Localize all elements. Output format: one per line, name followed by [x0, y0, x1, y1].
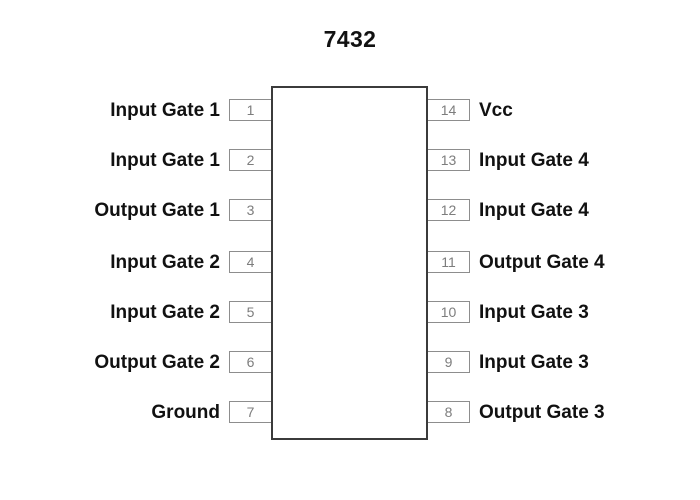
pin-row-8: 8 Output Gate 3	[428, 400, 700, 424]
pin-box-7: 7	[229, 401, 271, 423]
pin-number-12: 12	[440, 202, 457, 218]
pin-box-3: 3	[229, 199, 271, 221]
pin-row-13: 13 Input Gate 4	[428, 148, 700, 172]
pin-number-3: 3	[246, 202, 255, 218]
pin-label-13: Input Gate 4	[479, 149, 589, 171]
pin-row-2: Input Gate 1 2	[0, 148, 271, 172]
pin-label-5: Input Gate 2	[110, 301, 220, 323]
pin-box-6: 6	[229, 351, 271, 373]
pin-row-11: 11 Output Gate 4	[428, 250, 700, 274]
pin-label-12: Input Gate 4	[479, 199, 589, 221]
pin-number-10: 10	[440, 304, 457, 320]
pin-row-5: Input Gate 2 5	[0, 300, 271, 324]
pin-number-1: 1	[246, 102, 255, 118]
pin-box-12: 12	[428, 199, 470, 221]
pin-label-10: Input Gate 3	[479, 301, 589, 323]
pin-box-8: 8	[428, 401, 470, 423]
pin-box-4: 4	[229, 251, 271, 273]
pin-label-14: Vcc	[479, 99, 513, 121]
pin-box-9: 9	[428, 351, 470, 373]
pin-label-2: Input Gate 1	[110, 149, 220, 171]
chip-body-outline	[271, 86, 428, 440]
pin-number-11: 11	[441, 254, 456, 270]
pin-number-2: 2	[246, 152, 255, 168]
pin-number-7: 7	[246, 404, 255, 420]
pin-row-12: 12 Input Gate 4	[428, 198, 700, 222]
pin-label-11: Output Gate 4	[479, 251, 605, 273]
page-title: 7432	[323, 26, 377, 52]
pin-number-9: 9	[444, 354, 453, 370]
pin-box-2: 2	[229, 149, 271, 171]
pin-number-13: 13	[440, 152, 457, 168]
pin-row-7: Ground 7	[0, 400, 271, 424]
pin-number-5: 5	[246, 304, 255, 320]
pin-label-7: Ground	[151, 401, 220, 423]
pin-box-13: 13	[428, 149, 470, 171]
pin-label-3: Output Gate 1	[94, 199, 220, 221]
pin-box-1: 1	[229, 99, 271, 121]
pin-label-1: Input Gate 1	[110, 99, 220, 121]
pin-number-4: 4	[246, 254, 255, 270]
pin-number-8: 8	[444, 404, 453, 420]
pin-row-9: 9 Input Gate 3	[428, 350, 700, 374]
pin-row-14: 14 Vcc	[428, 98, 700, 122]
pin-label-8: Output Gate 3	[479, 401, 605, 423]
pin-number-14: 14	[440, 102, 457, 118]
pin-label-4: Input Gate 2	[110, 251, 220, 273]
pin-label-6: Output Gate 2	[94, 351, 220, 373]
pin-row-3: Output Gate 1 3	[0, 198, 271, 222]
pin-box-11: 11	[428, 251, 470, 273]
pin-box-14: 14	[428, 99, 470, 121]
pin-box-5: 5	[229, 301, 271, 323]
pin-number-6: 6	[246, 354, 255, 370]
pin-label-9: Input Gate 3	[479, 351, 589, 373]
pin-row-6: Output Gate 2 6	[0, 350, 271, 374]
pin-box-10: 10	[428, 301, 470, 323]
pin-row-1: Input Gate 1 1	[0, 98, 271, 122]
pin-row-4: Input Gate 2 4	[0, 250, 271, 274]
pin-row-10: 10 Input Gate 3	[428, 300, 700, 324]
